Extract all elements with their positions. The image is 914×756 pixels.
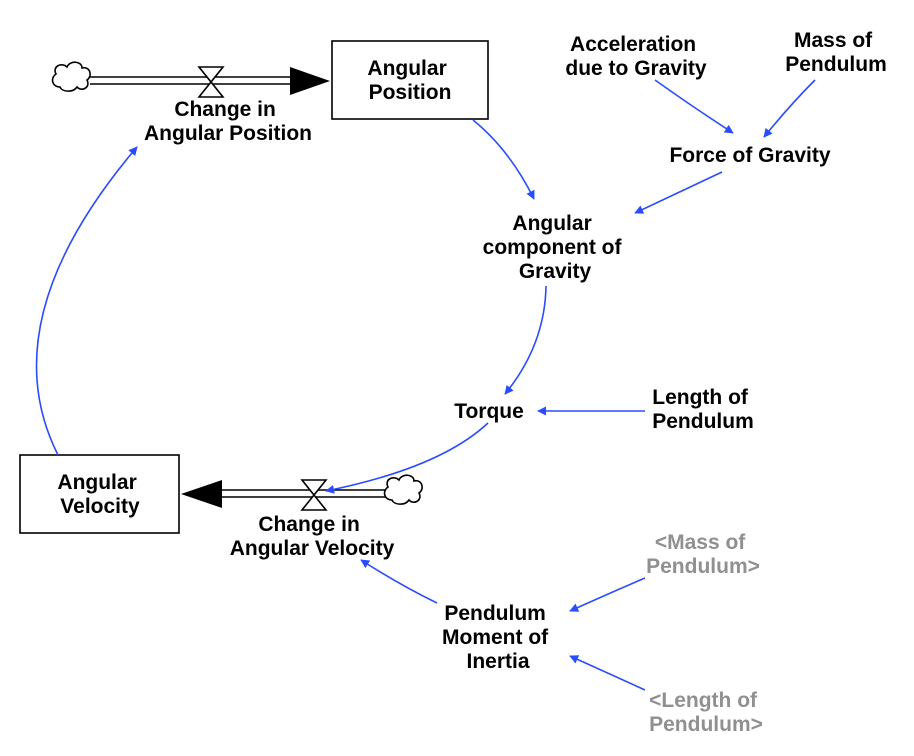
valve-icon[interactable] xyxy=(197,66,225,98)
shadow-variable-mass-of-pendulum[interactable]: <Mass of Pendulum> xyxy=(646,531,760,578)
flow-change-angular-velocity-pipe[interactable] xyxy=(181,480,392,508)
link-position-to-angular-component xyxy=(472,119,535,200)
stock-angular-position-label: Angular Position xyxy=(367,57,452,104)
link-inertia-to-change-velocity xyxy=(360,559,438,604)
link-velocity-to-change-position xyxy=(35,146,138,456)
link-mass-to-force xyxy=(763,79,816,138)
stock-angular-position[interactable] xyxy=(331,40,489,120)
link-torque-to-change-velocity xyxy=(325,422,489,494)
variable-length-of-pendulum[interactable]: Length of Pendulum xyxy=(652,386,754,433)
link-shadow-length-to-inertia xyxy=(569,655,646,691)
flow-change-angular-position-pipe[interactable] xyxy=(90,67,330,95)
stock-angular-velocity[interactable] xyxy=(19,454,180,534)
variable-force-of-gravity[interactable]: Force of Gravity xyxy=(669,144,830,167)
stock-angular-velocity-label: Angular Velocity xyxy=(57,471,142,518)
cloud-icon xyxy=(51,61,91,92)
shadow-variable-length-of-pendulum[interactable]: <Length of Pendulum> xyxy=(649,689,763,736)
link-angular-component-to-torque xyxy=(504,285,547,395)
variable-pendulum-moment-of-inertia[interactable]: Pendulum Moment of Inertia xyxy=(442,602,554,673)
variable-torque[interactable]: Torque xyxy=(454,400,524,423)
valve-icon[interactable] xyxy=(300,479,328,511)
variable-acceleration-due-to-gravity[interactable]: Acceleration due to Gravity xyxy=(565,33,707,80)
variable-angular-component-of-gravity[interactable]: Angular component of Gravity xyxy=(483,212,628,283)
link-shadow-mass-to-inertia xyxy=(569,577,646,612)
link-force-to-angular-component xyxy=(634,171,723,214)
variable-mass-of-pendulum[interactable]: Mass of Pendulum xyxy=(785,29,887,76)
flow-change-angular-position-label: Change in Angular Position xyxy=(144,98,312,145)
link-acceleration-to-force xyxy=(654,79,734,134)
cloud-icon xyxy=(383,474,423,505)
flow-change-angular-velocity-label: Change in Angular Velocity xyxy=(230,513,395,560)
